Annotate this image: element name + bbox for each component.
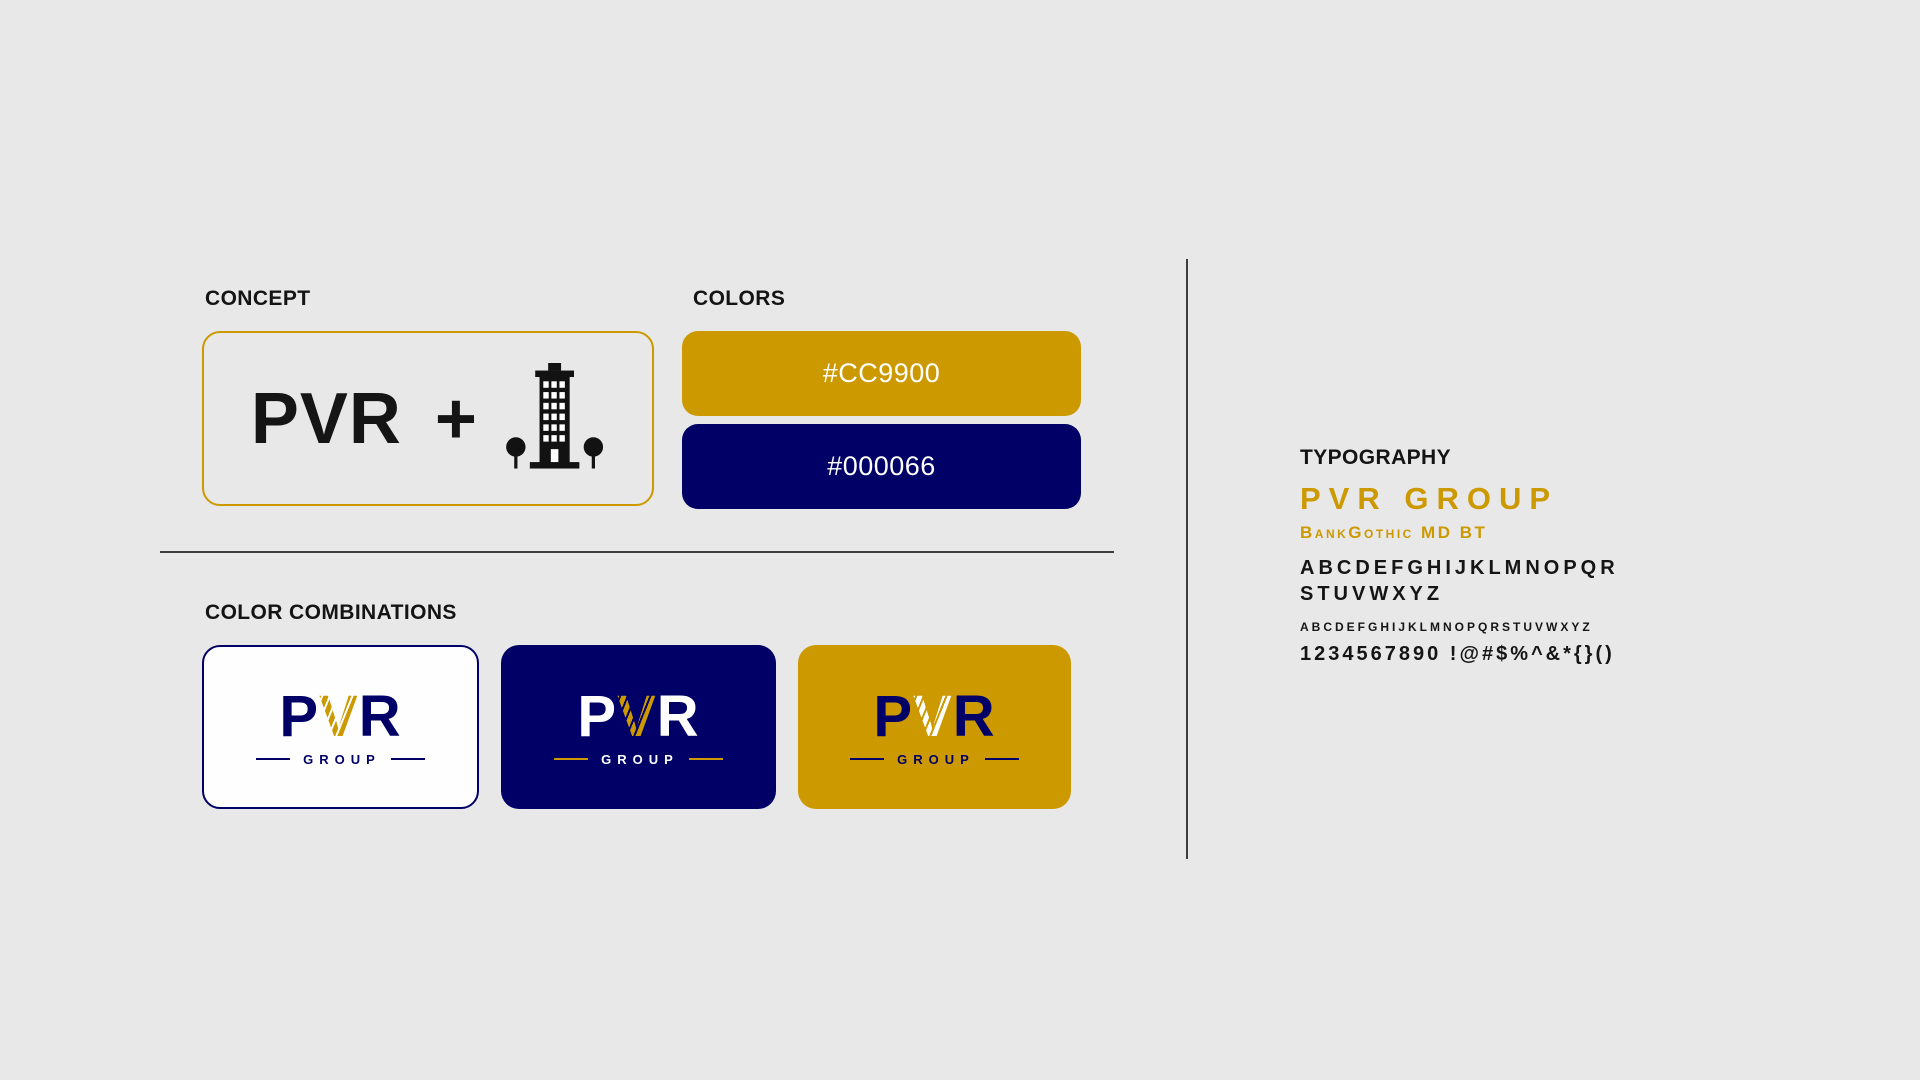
logo-group-text: GROUP <box>601 751 679 767</box>
logo-group-row: GROUP <box>554 752 723 767</box>
color-swatch-navy: #000066 <box>682 424 1081 509</box>
logo-group-row: GROUP <box>256 752 425 767</box>
logo-letter-p: P <box>577 683 618 749</box>
color-swatch-gold: #CC9900 <box>682 331 1081 416</box>
logo-letter-r: R <box>952 683 996 749</box>
logo-group-text: GROUP <box>303 751 381 767</box>
logo-letter-p: P <box>873 683 914 749</box>
typography-lowercase-line: abcdefghijklmnopqrstuvwxyz <box>1300 616 1593 635</box>
logo-card-light: P V R GROUP <box>202 645 479 809</box>
logo-wordmark: P V R <box>873 683 996 749</box>
typography-font-name: BankGothic MD BT <box>1300 523 1488 542</box>
combinations-heading: COLOR COMBINATIONS <box>205 601 457 624</box>
dash-left <box>256 758 291 760</box>
typography-brand-name: PVR GROUP <box>1300 481 1559 516</box>
logo-letter-v: V <box>617 683 657 749</box>
dash-left <box>554 758 589 760</box>
color-swatch-gold-label: #CC9900 <box>822 358 941 388</box>
logo-wordmark: P V R <box>279 683 402 749</box>
logo-letter-v: V <box>319 683 359 749</box>
building-icon <box>506 362 604 469</box>
logo-wordmark: P V R <box>577 683 700 749</box>
logo-card-gold: P V R GROUP <box>798 645 1071 809</box>
dash-right <box>984 758 1019 760</box>
typography-uppercase-line1: ABCDEFGHIJKLMNOPQR <box>1300 557 1619 579</box>
logo-group-row: GROUP <box>850 752 1019 767</box>
typography-numerals-line: 1234567890 !@#$%^&*{}() <box>1300 643 1615 666</box>
logo-group-text: GROUP <box>897 751 975 767</box>
typography-heading: TYPOGRAPHY <box>1300 446 1452 469</box>
logo-letter-v: V <box>913 683 953 749</box>
concept-heading: CONCEPT <box>205 287 311 310</box>
colors-heading: COLORS <box>693 287 786 310</box>
horizontal-divider <box>160 551 1114 553</box>
dash-right <box>688 758 723 760</box>
vertical-divider <box>1186 259 1188 859</box>
dash-right <box>390 758 425 760</box>
color-swatch-navy-label: #000066 <box>827 451 936 481</box>
logo-letter-r: R <box>656 683 700 749</box>
logo-letter-r: R <box>358 683 402 749</box>
logo-letter-p: P <box>279 683 320 749</box>
dash-left <box>850 758 885 760</box>
concept-box: PVR + <box>202 331 654 506</box>
concept-formula-text: PVR + <box>250 378 478 459</box>
logo-card-navy: P V R GROUP <box>501 645 776 809</box>
typography-uppercase-line2: STUVWXYZ <box>1300 583 1444 605</box>
typography-panel: TYPOGRAPHY PVR GROUP BankGothic MD BT AB… <box>1300 446 1860 667</box>
